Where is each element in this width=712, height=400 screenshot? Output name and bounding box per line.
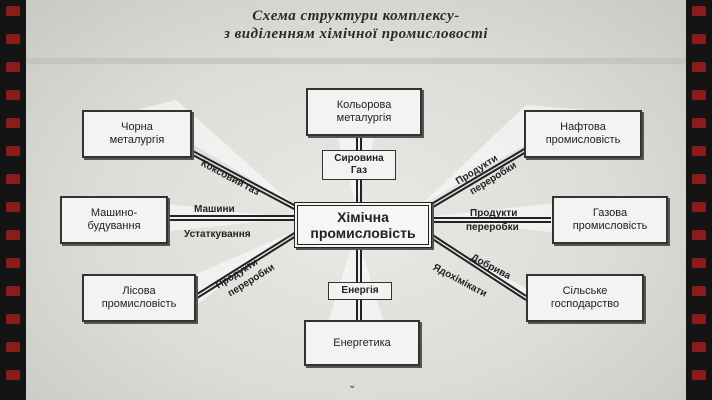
node-silske-hospodarstvo: Сільське господарство [526, 274, 644, 322]
film-hole [692, 230, 706, 240]
node-energetyka: Енергетика [304, 320, 420, 366]
diagram-title-line2: з виділенням хімічної промисловості [224, 26, 488, 42]
line-naftova-2 [427, 151, 527, 211]
center-line1: Хімічна [337, 209, 389, 225]
line-lisova-2 [193, 235, 297, 301]
node-gazova-line1: Газова [592, 207, 628, 219]
node-chorna-line2: металургія [109, 134, 165, 146]
line-silske-2 [427, 235, 527, 301]
film-hole [692, 314, 706, 324]
film-hole [692, 118, 706, 128]
film-strip-right [686, 0, 712, 400]
node-mashyno-line2: будування [87, 220, 141, 232]
line-chorna-2 [190, 153, 297, 211]
node-kolorova-metalurhiia: Кольорова металургія [306, 88, 422, 136]
label-ustatkuvannia: Устаткування [184, 229, 251, 240]
film-hole [6, 230, 20, 240]
film-hole [6, 286, 20, 296]
film-hole [692, 202, 706, 212]
node-chorna-metalurhiia: Чорна металургія [82, 110, 192, 158]
film-hole [692, 90, 706, 100]
title-divider [26, 58, 686, 64]
node-gazova-line2: промисловість [572, 220, 648, 232]
film-hole [6, 342, 20, 352]
film-hole [6, 118, 20, 128]
film-strip-left [0, 0, 26, 400]
label-gaz: Газ [350, 165, 368, 176]
film-hole [692, 146, 706, 156]
film-hole [6, 6, 20, 16]
film-hole [692, 286, 706, 296]
label-syrovyna: Сировина [334, 153, 384, 164]
node-silske-line2: господарство [550, 298, 620, 310]
node-mashynobuduvannia: Машино- будування [60, 196, 168, 244]
film-hole [6, 146, 20, 156]
film-hole [6, 370, 20, 380]
node-gazova-promyslovist: Газова промисловість [552, 196, 668, 244]
film-hole [6, 62, 20, 72]
link-lines [166, 134, 551, 320]
film-hole [6, 34, 20, 44]
line-chorna [190, 149, 297, 207]
node-lisova-line2: промисловість [101, 298, 177, 310]
film-hole [692, 370, 706, 380]
node-chorna-line1: Чорна [121, 121, 153, 133]
film-hole [6, 314, 20, 324]
label-energiia: Енергія [328, 282, 392, 300]
node-naftova-promyslovist: Нафтова промисловість [524, 110, 642, 158]
diagram-title-line1: Схема структури комплексу- [252, 8, 460, 24]
label-gaz-produkty: Продукти [470, 208, 518, 219]
node-khimichna-promyslovist: Хімічна промисловість [294, 202, 432, 248]
label-syrovyna-gaz: Сировина Газ [322, 150, 396, 180]
node-naftova-line2: промисловість [545, 134, 621, 146]
node-silske-line1: Сільське [562, 285, 608, 297]
film-hole [692, 62, 706, 72]
node-lisova-promyslovist: Лісова промисловість [82, 274, 196, 322]
node-mashyno-line1: Машино- [90, 207, 138, 219]
slide-frame: Схема структури комплексу- з виділенням … [26, 0, 686, 400]
film-hole [692, 258, 706, 268]
node-energetyka-line1: Енергетика [333, 336, 391, 349]
film-hole [6, 202, 20, 212]
film-hole [6, 258, 20, 268]
center-line2: промисловість [310, 225, 416, 241]
film-hole [692, 174, 706, 184]
chevron-down-icon: ⌄ [348, 380, 357, 391]
line-lisova [193, 231, 297, 297]
line-silske [427, 231, 527, 297]
film-hole [692, 342, 706, 352]
node-kolorova-line1: Кольорова [336, 99, 392, 111]
node-kolorova-line2: металургія [336, 112, 392, 124]
film-hole [692, 34, 706, 44]
label-gaz-pererobky: переробки [466, 222, 519, 233]
label-mashyny: Машини [194, 204, 235, 215]
node-lisova-line1: Лісова [122, 285, 156, 297]
node-naftova-line1: Нафтова [560, 121, 606, 133]
film-hole [692, 6, 706, 16]
film-hole [6, 90, 20, 100]
film-hole [6, 174, 20, 184]
line-naftova [427, 147, 527, 207]
